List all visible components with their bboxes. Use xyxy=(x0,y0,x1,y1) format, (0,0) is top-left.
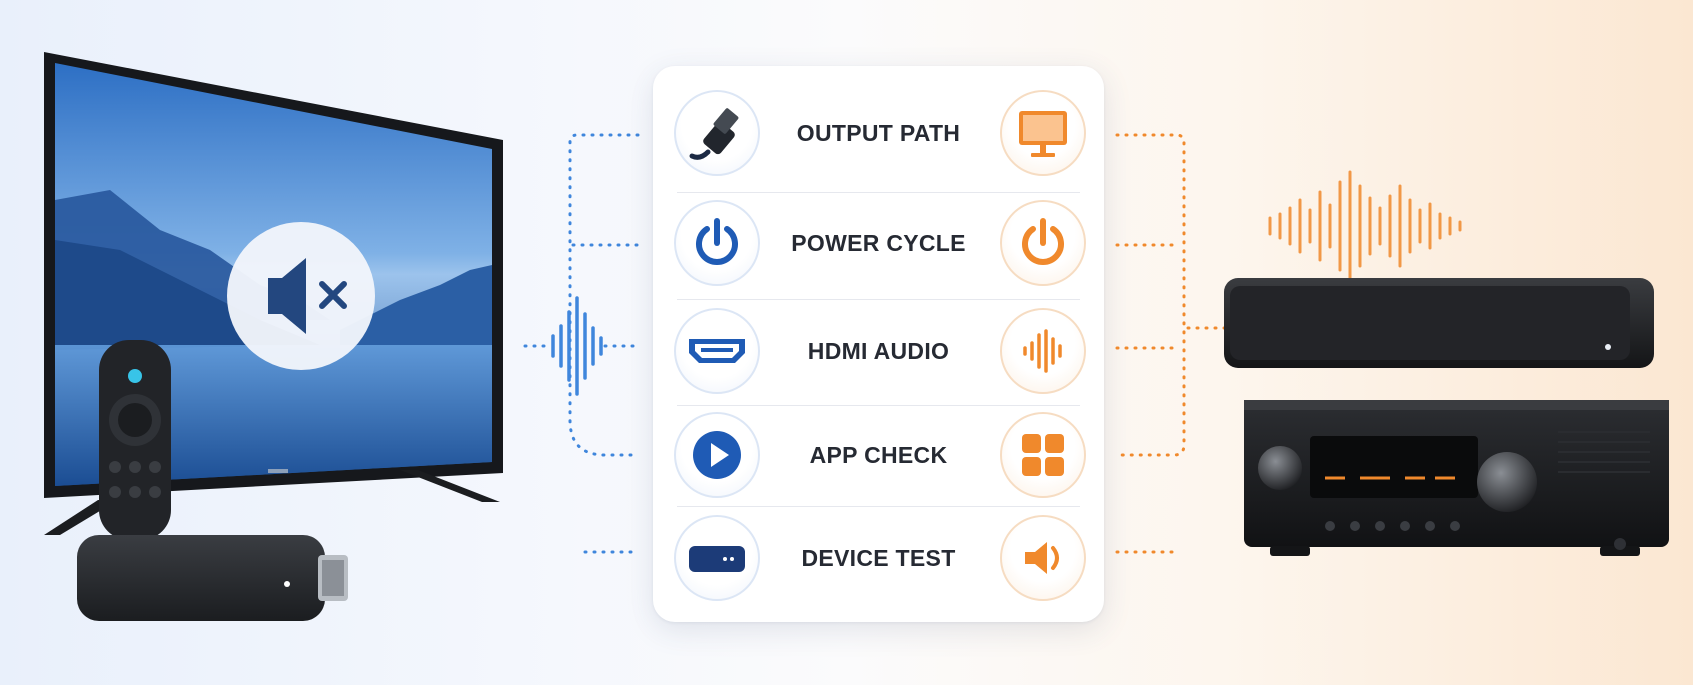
orange-wave-icon xyxy=(1268,170,1462,282)
step-label: POWER CYCLE xyxy=(791,229,966,256)
audio-scene xyxy=(1224,170,1669,556)
row-divider xyxy=(677,192,1080,193)
row-divider xyxy=(677,506,1080,507)
row-divider xyxy=(677,299,1080,300)
right-connectors xyxy=(1115,133,1232,554)
tv-muted-icon xyxy=(227,222,375,370)
app-grid-icon xyxy=(1000,412,1086,498)
speaker-icon xyxy=(1000,515,1086,601)
step-hdmi-audio[interactable]: HDMI AUDIO xyxy=(653,305,1104,395)
step-app-check[interactable]: APP CHECK xyxy=(653,409,1104,499)
step-label: APP CHECK xyxy=(809,441,948,468)
sound-wave-icon xyxy=(1000,308,1086,394)
streaming-stick-icon xyxy=(77,535,348,621)
blue-wave-icon xyxy=(551,296,603,396)
power-blue-icon xyxy=(674,200,760,286)
step-device-test[interactable]: DEVICE TEST xyxy=(653,512,1104,602)
play-icon xyxy=(674,412,760,498)
monitor-icon xyxy=(1000,90,1086,176)
step-power-cycle[interactable]: POWER CYCLE xyxy=(653,197,1104,287)
hdmi-port-icon xyxy=(674,308,760,394)
av-receiver-icon xyxy=(1244,400,1669,556)
streaming-box-icon xyxy=(674,515,760,601)
soundbar-icon xyxy=(1224,278,1654,368)
step-label: DEVICE TEST xyxy=(801,544,956,571)
row-divider xyxy=(677,405,1080,406)
step-label: HDMI AUDIO xyxy=(807,337,950,364)
step-output-path[interactable]: OUTPUT PATH xyxy=(653,87,1104,177)
hdmi-cable-icon xyxy=(674,90,760,176)
step-label: OUTPUT PATH xyxy=(796,119,961,146)
tv-scene xyxy=(44,52,503,621)
power-orange-icon xyxy=(1000,200,1086,286)
troubleshoot-panel: OUTPUT PATH POWER CYCLE xyxy=(653,66,1104,622)
left-connectors xyxy=(523,133,640,554)
remote-icon xyxy=(99,340,171,540)
